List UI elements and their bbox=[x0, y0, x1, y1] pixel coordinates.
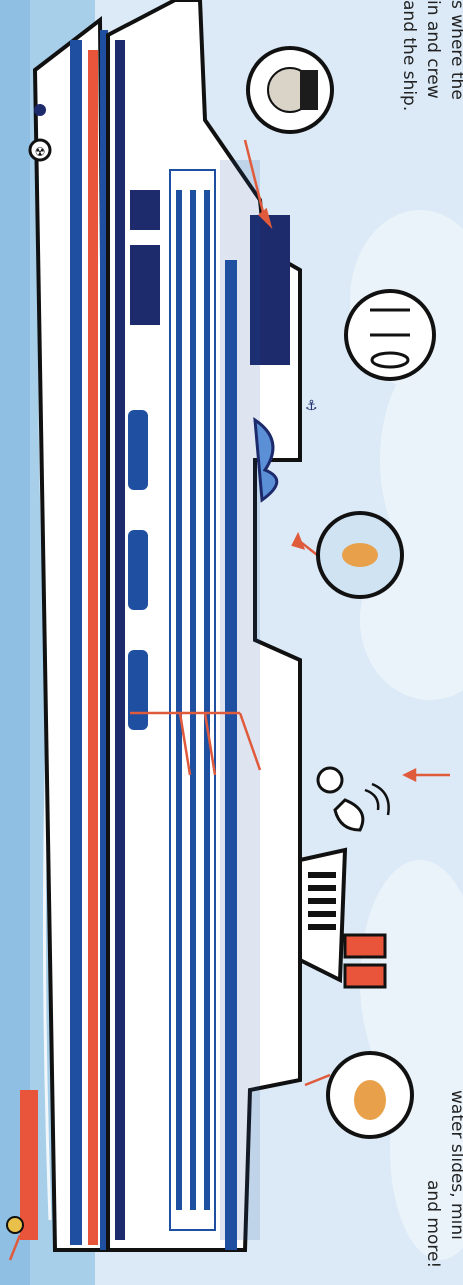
caption-pool-line2: and more! bbox=[423, 1180, 443, 1268]
swimming-callout bbox=[316, 511, 404, 599]
caption-bridge-line1: s where the bbox=[447, 0, 463, 100]
fork-knife-spoon-icon bbox=[370, 308, 410, 369]
bridge-caption: s where the bbox=[447, 0, 463, 100]
caption-bridge-line3: and the ship. bbox=[399, 0, 419, 111]
bridge-windows bbox=[130, 190, 290, 365]
golf-callout bbox=[326, 1051, 414, 1139]
pool-caption: water slides, mini bbox=[447, 1090, 463, 1240]
funnel-stacks bbox=[343, 933, 387, 989]
caption-bridge-line2: in and crew bbox=[423, 0, 443, 99]
dining-callout bbox=[344, 289, 436, 381]
pool-slide bbox=[253, 417, 279, 503]
anchor-marker: ⚓ bbox=[305, 398, 318, 414]
cabin-windows bbox=[176, 190, 210, 1210]
lifeboats bbox=[128, 410, 148, 730]
annotation-arrows bbox=[8, 139, 450, 1261]
svg-text:☢: ☢ bbox=[35, 145, 46, 159]
anchor-icon: ⚓ bbox=[305, 398, 318, 414]
golfing-dog-icon bbox=[354, 1080, 386, 1120]
propeller-icon bbox=[6, 1216, 24, 1234]
hull-stripe-red bbox=[88, 50, 98, 1245]
propeller-marker bbox=[6, 1216, 24, 1234]
captain-icon bbox=[300, 70, 318, 110]
bow-details: ☢ bbox=[28, 104, 52, 162]
captain-callout bbox=[246, 46, 334, 134]
hull-stripe-blue bbox=[70, 40, 82, 1245]
caption-pool-line1: water slides, mini bbox=[447, 1090, 463, 1240]
satellite-dish-icon bbox=[333, 798, 365, 832]
swimming-dog-icon bbox=[342, 543, 378, 567]
satellite-callout bbox=[316, 766, 390, 832]
upper-deck-stripe bbox=[225, 260, 237, 1250]
